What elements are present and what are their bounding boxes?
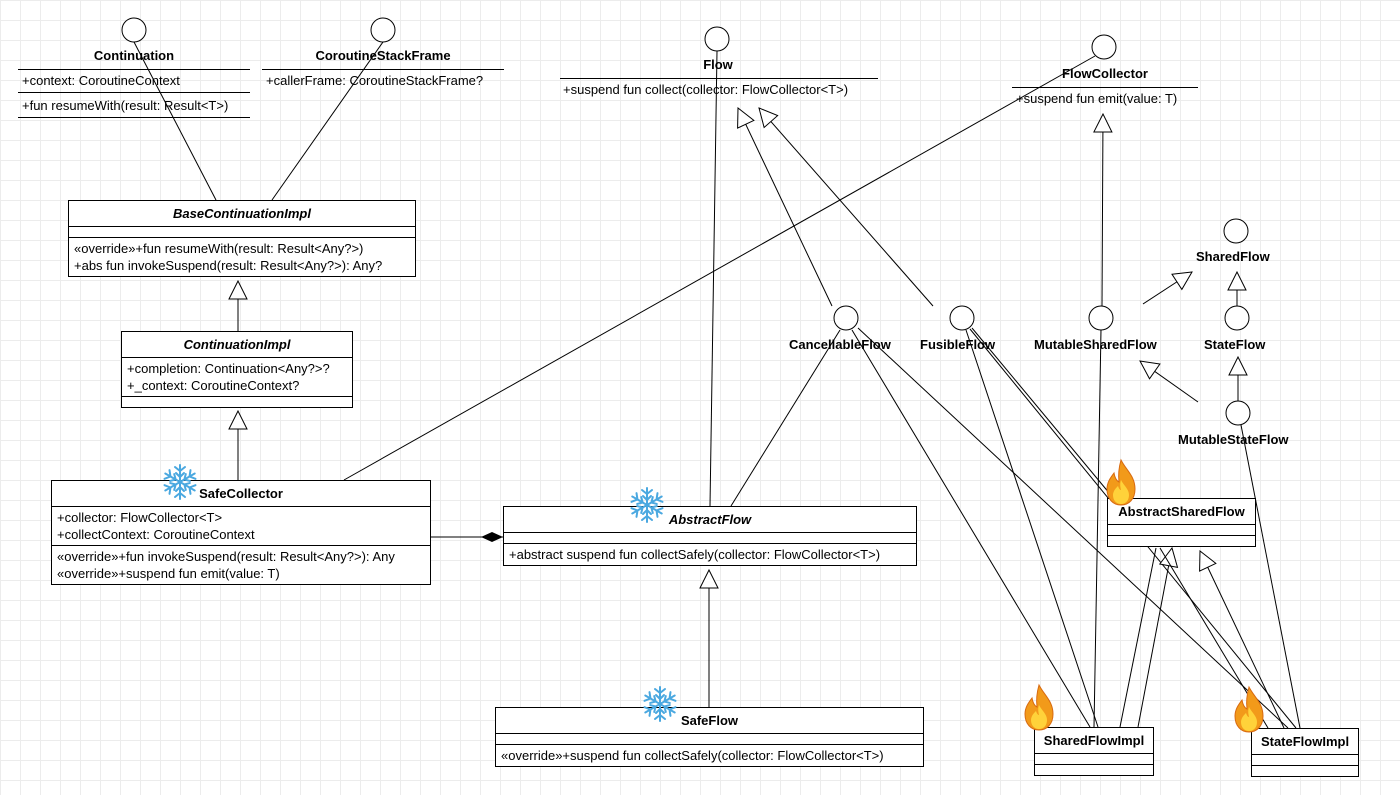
continuation-impl-title: ContinuationImpl	[122, 332, 352, 358]
flow-collector-divider	[1012, 87, 1198, 88]
shared-flow-impl-title: SharedFlowImpl	[1035, 728, 1153, 754]
safe-collector-method: «override»+suspend fun emit(value: T)	[57, 566, 280, 581]
abstract-shared-flow-attributes	[1108, 525, 1255, 536]
flow-collector-interface-circle	[1091, 34, 1117, 60]
mutable-shared-flow-to-shared-flow-impl	[1093, 329, 1102, 728]
mutable-shared-flow-label: MutableSharedFlow	[1034, 337, 1157, 352]
state-flow-impl-attributes	[1252, 755, 1358, 766]
state-flow-interface-circle	[1224, 305, 1250, 331]
safe-collector-method: «override»+fun invokeSuspend(result: Res…	[57, 549, 395, 564]
state-flow-impl-title: StateFlowImpl	[1252, 729, 1358, 755]
cancellable-flow-to-shared-flow-impl	[851, 329, 1091, 728]
base-continuation-impl-method: «override»+fun resumeWith(result: Result…	[74, 241, 364, 256]
coroutine-stack-frame-interface-circle	[370, 17, 396, 43]
shared-flow-impl-extends-abstract-shared-flow	[1137, 548, 1172, 728]
state-flow-impl-class[interactable]: StateFlowImpl	[1251, 728, 1359, 777]
stack-frame-field: +callerFrame: CoroutineStackFrame?	[266, 73, 484, 88]
abstract-flow-attributes	[504, 533, 916, 544]
abstract-flow-to-flow-link	[709, 50, 718, 507]
fire-icon	[1024, 683, 1054, 731]
base-continuation-impl-attributes	[69, 227, 415, 238]
flow-interface-circle	[704, 26, 730, 52]
snowflake-icon	[641, 686, 679, 722]
shared-flow-impl-to-abstract-shared-flow	[1119, 547, 1157, 728]
fusible-flow-interface-circle	[949, 305, 975, 331]
cancellable-flow-extends-flow	[738, 108, 833, 307]
state-flow-impl-operations	[1252, 766, 1358, 776]
snowflake-icon	[628, 487, 666, 523]
mutable-state-flow-to-state-flow-impl	[1240, 424, 1301, 729]
abstract-shared-flow-class[interactable]: AbstractSharedFlow	[1107, 498, 1256, 547]
state-flow-impl-extends-abstract-shared-flow	[1200, 551, 1285, 729]
cancellable-flow-to-state-flow-impl	[857, 327, 1289, 729]
abstract-flow-title: AbstractFlow	[504, 507, 916, 533]
shared-flow-impl-attributes	[1035, 754, 1153, 765]
continuation-interface-circle	[121, 17, 147, 43]
mutable-shared-flow-extends-shared-flow	[1142, 272, 1192, 305]
stack-frame-interface-name: CoroutineStackFrame	[315, 48, 451, 63]
flow-collector-method: +suspend fun emit(value: T)	[1016, 91, 1178, 106]
safe-collector-class[interactable]: SafeCollector +collector: FlowCollector<…	[51, 480, 431, 585]
fusible-flow-to-shared-flow-impl	[965, 329, 1099, 728]
safe-collector-title: SafeCollector	[52, 481, 430, 507]
abstract-flow-to-cancellable-flow-link	[730, 329, 841, 507]
state-flow-label: StateFlow	[1204, 337, 1266, 352]
continuation-impl-field: +completion: Continuation<Any?>?	[127, 361, 330, 376]
continuation-impl-attributes: +completion: Continuation<Any?>? +_conte…	[122, 358, 352, 397]
shared-flow-impl-operations	[1035, 765, 1153, 775]
safe-flow-operations: «override»+suspend fun collectSafely(col…	[496, 745, 923, 766]
continuation-impl-operations	[122, 397, 352, 407]
shared-flow-impl-class[interactable]: SharedFlowImpl	[1034, 727, 1154, 776]
safe-flow-attributes	[496, 734, 923, 745]
mutable-shared-flow-interface-circle	[1088, 305, 1114, 331]
safe-flow-class[interactable]: SafeFlow «override»+suspend fun collectS…	[495, 707, 924, 767]
safe-collector-operations: «override»+fun invokeSuspend(result: Res…	[52, 546, 430, 584]
continuation-method: +fun resumeWith(result: Result<T>)	[22, 98, 229, 113]
shared-flow-interface-circle	[1223, 218, 1249, 244]
safe-flow-method: «override»+suspend fun collectSafely(col…	[501, 748, 884, 763]
flow-collector-interface-name: FlowCollector	[1062, 66, 1148, 81]
abstract-flow-operations: +abstract suspend fun collectSafely(coll…	[504, 544, 916, 565]
flow-divider	[560, 78, 878, 79]
base-to-stackframe-link	[271, 41, 384, 201]
flow-method: +suspend fun collect(collector: FlowColl…	[563, 82, 849, 97]
flow-interface-name: Flow	[703, 57, 733, 72]
continuation-interface-name: Continuation	[93, 48, 175, 63]
stack-frame-divider	[262, 69, 504, 70]
shared-flow-label: SharedFlow	[1196, 249, 1270, 264]
fire-icon	[1234, 685, 1264, 733]
base-continuation-impl-title: BaseContinuationImpl	[69, 201, 415, 227]
fusible-flow-to-abstract-shared-flow	[971, 327, 1116, 501]
fire-icon	[1106, 458, 1136, 506]
safe-collector-to-flow-collector-link	[343, 55, 1096, 481]
continuation-field: +context: CoroutineContext	[22, 73, 180, 88]
cancellable-flow-interface-circle	[833, 305, 859, 331]
base-continuation-impl-operations: «override»+fun resumeWith(result: Result…	[69, 238, 415, 276]
mutable-shared-flow-extends-flow-collector	[1102, 114, 1103, 307]
continuation-divider	[18, 69, 250, 70]
continuation-divider-2	[18, 92, 250, 93]
continuation-impl-class[interactable]: ContinuationImpl +completion: Continuati…	[121, 331, 353, 408]
base-to-continuation-link	[133, 41, 217, 201]
abstract-flow-method: +abstract suspend fun collectSafely(coll…	[509, 547, 881, 562]
safe-flow-title: SafeFlow	[496, 708, 923, 734]
mutable-state-flow-label: MutableStateFlow	[1178, 432, 1289, 447]
mutable-state-flow-interface-circle	[1225, 400, 1251, 426]
fusible-flow-label: FusibleFlow	[920, 337, 996, 352]
fusible-flow-extends-flow	[759, 108, 934, 307]
snowflake-icon	[161, 464, 199, 500]
abstract-shared-flow-title: AbstractSharedFlow	[1108, 499, 1255, 525]
abstract-flow-class[interactable]: AbstractFlow +abstract suspend fun colle…	[503, 506, 917, 566]
abstract-shared-flow-operations	[1108, 536, 1255, 546]
safe-collector-field: +collector: FlowCollector<T>	[57, 510, 223, 525]
mutable-state-flow-extends-mutable-shared-flow	[1140, 361, 1199, 403]
continuation-impl-field: +_context: CoroutineContext?	[127, 378, 300, 393]
safe-collector-attributes: +collector: FlowCollector<T> +collectCon…	[52, 507, 430, 546]
base-continuation-impl-method: +abs fun invokeSuspend(result: Result<An…	[74, 258, 383, 273]
base-continuation-impl-class[interactable]: BaseContinuationImpl «override»+fun resu…	[68, 200, 416, 277]
cancellable-flow-label: CancellableFlow	[789, 337, 891, 352]
continuation-divider-3	[18, 117, 250, 118]
safe-collector-field: +collectContext: CoroutineContext	[57, 527, 255, 542]
